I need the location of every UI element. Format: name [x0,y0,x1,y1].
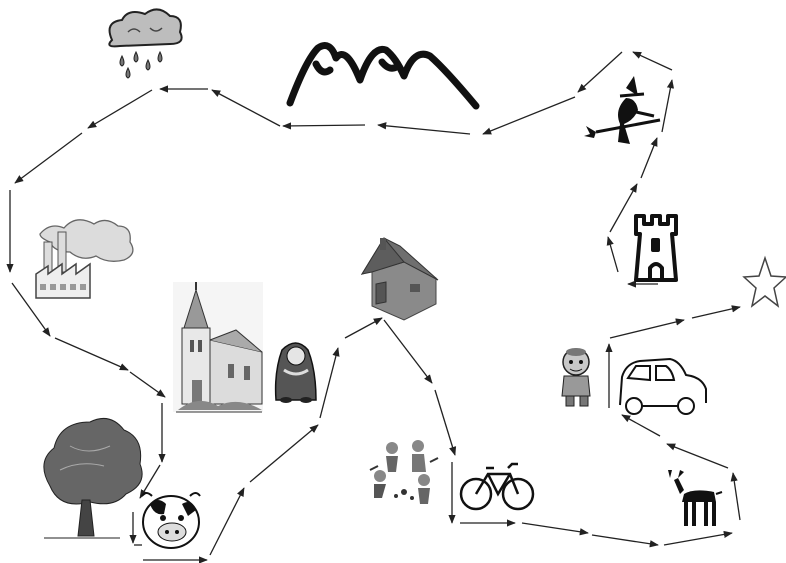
path-arrow [663,530,733,546]
path-arrow [209,487,245,556]
path-arrow [640,137,658,179]
path-arrow [344,317,383,339]
path-arrow [139,464,161,499]
path-arrow [383,319,433,384]
church-icon [173,282,263,413]
cow-icon [141,492,201,549]
path-arrow [591,534,659,548]
path-arrow [521,522,589,536]
nun-icon [274,342,317,403]
path-arrow [482,96,576,135]
house-icon [360,237,439,321]
path-arrow [282,122,366,130]
path-arrow [249,424,319,483]
path-arrow [661,79,675,133]
path-arrow [666,443,729,469]
path-arrow [434,389,457,456]
path-arrow [14,132,83,184]
path-arrow [54,337,129,371]
path-arrow [609,183,638,233]
bicycle-icon [459,462,535,511]
path-arrow [632,51,673,71]
star-icon [742,255,786,308]
witch-on-broom-icon [584,76,661,144]
car-icon [619,357,707,415]
path-arrow [730,472,741,521]
path-arrow [691,305,741,319]
path-arrow [87,89,153,129]
children-playing-icon [369,440,439,504]
path-arrow [606,236,619,273]
rain-cloud-icon [108,8,183,79]
donkey-icon [668,470,723,526]
path-arrow [129,371,166,398]
path-arrow [11,282,51,337]
path-arrows [6,51,741,563]
path-arrow [211,89,281,127]
boy-icon [561,348,591,407]
path-arrow [377,122,471,135]
mountains-icon [286,42,480,110]
path-arrow [621,414,661,437]
path-arrow [577,51,623,93]
factory-icon [35,219,134,299]
path-arrow [609,318,685,339]
castle-tower-icon [634,214,678,282]
path-arrow [319,347,340,419]
tree-icon [43,417,143,539]
